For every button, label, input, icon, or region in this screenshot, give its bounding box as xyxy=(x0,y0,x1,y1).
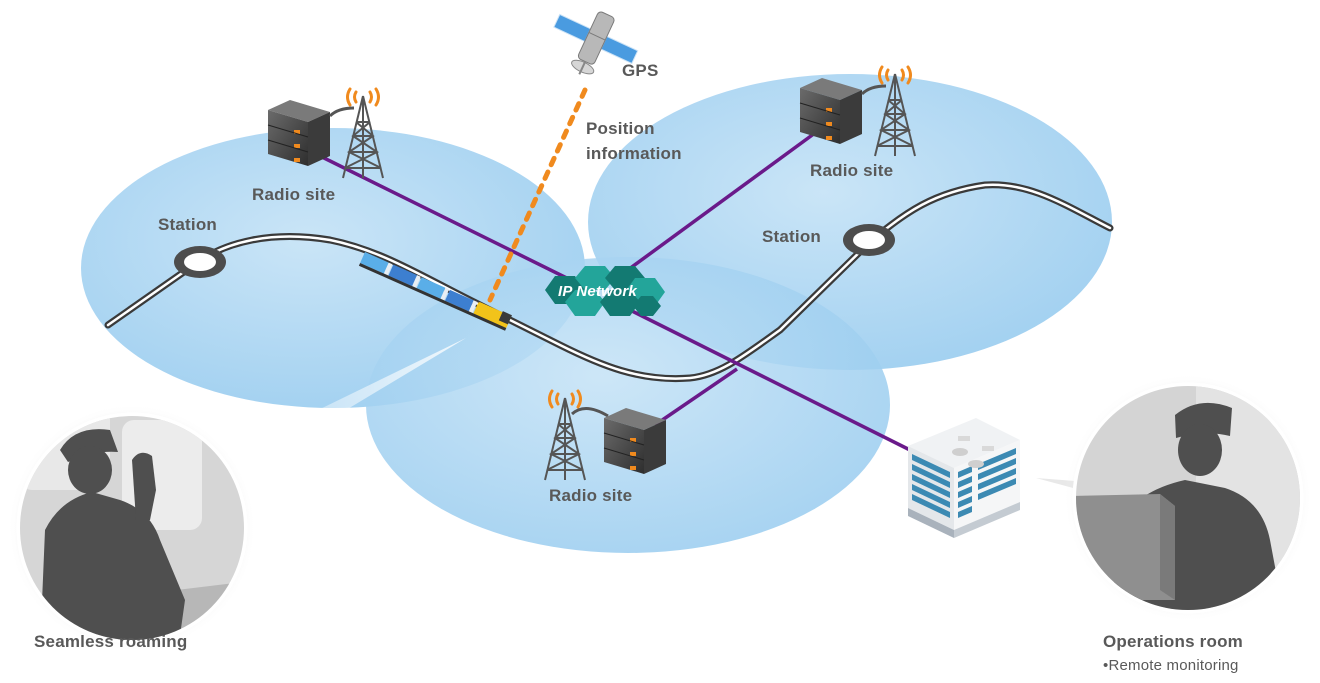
ip-network-hub xyxy=(545,266,665,316)
position-info-label-line2: information xyxy=(586,144,682,163)
station-left-label: Station xyxy=(158,215,218,234)
signal-waves-icon xyxy=(878,65,912,85)
gps-position-link xyxy=(487,87,588,303)
operations-room-label: Operations room xyxy=(1103,632,1243,651)
position-info-label-line1: Position xyxy=(586,119,655,138)
radio-tower-icon xyxy=(342,95,384,179)
train-icon xyxy=(358,252,512,331)
link-bottom-radio-to-backbone xyxy=(654,367,738,427)
station-right-marker xyxy=(843,224,895,256)
radio-site-left xyxy=(267,87,384,179)
gps-label: GPS xyxy=(622,61,659,80)
radio-tower-icon xyxy=(544,397,586,481)
operations-building-icon xyxy=(908,418,1020,538)
radio-tower-icon xyxy=(874,73,916,157)
radio-site-right xyxy=(799,65,916,157)
server-rack-icon xyxy=(267,100,330,166)
station-left-marker xyxy=(174,246,226,278)
driver-silhouette xyxy=(40,429,185,640)
radio-site-bottom-label: Radio site xyxy=(549,486,633,505)
link-left-radio-to-network xyxy=(321,155,596,294)
monitor-icon xyxy=(1076,494,1175,600)
operator-callout xyxy=(1064,374,1312,622)
remote-monitoring-label: •Remote monitoring xyxy=(1103,657,1239,674)
network-links xyxy=(321,131,911,452)
signal-waves-icon xyxy=(548,389,582,409)
callout-beam-left xyxy=(232,338,466,470)
gps-satellite-icon xyxy=(553,11,639,75)
radio-site-bottom xyxy=(544,389,666,481)
seamless-roaming-label: Seamless roaming xyxy=(34,632,188,651)
server-rack-icon xyxy=(799,78,862,144)
link-right-radio-to-network xyxy=(608,131,817,285)
ip-network-label: IP Network xyxy=(558,283,637,300)
railway-track xyxy=(104,181,1114,383)
radio-site-right-label: Radio site xyxy=(810,161,894,180)
driver-callout xyxy=(8,404,256,652)
coverage-areas xyxy=(81,74,1112,553)
server-rack-icon xyxy=(603,408,666,474)
coverage-area-bottom xyxy=(366,257,890,553)
signal-waves-icon xyxy=(346,87,380,107)
radio-site-left-label: Radio site xyxy=(252,185,336,204)
station-right-label: Station xyxy=(762,227,822,246)
link-network-to-building xyxy=(609,298,911,452)
